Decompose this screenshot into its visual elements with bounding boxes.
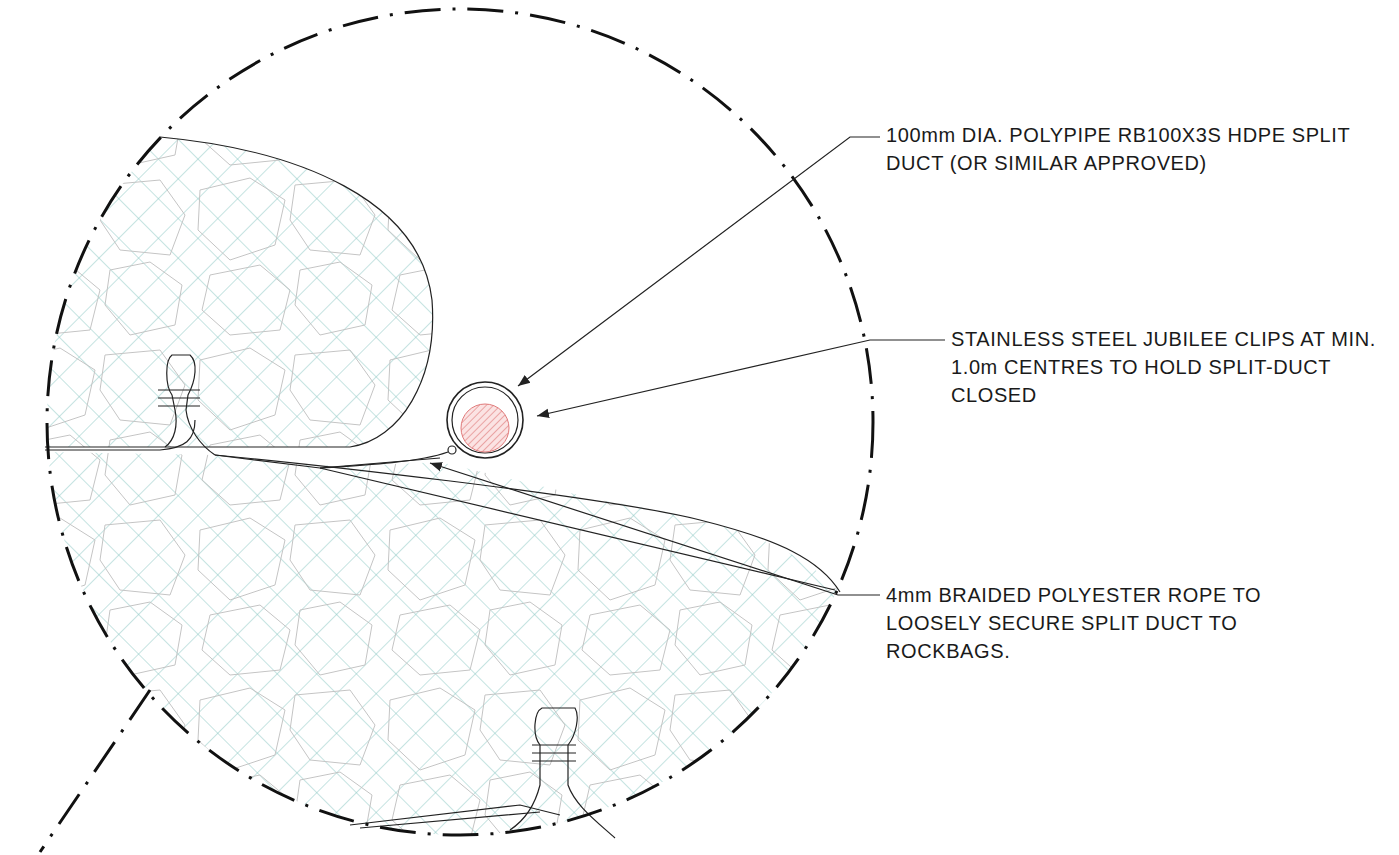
callout-note: STAINLESS STEEL JUBILEE CLIPS AT MIN. 1.… bbox=[951, 325, 1391, 409]
callout-note: 100mm DIA. POLYPIPE RB100X3S HDPE SPLIT … bbox=[886, 121, 1391, 177]
callout-note: 4mm BRAIDED POLYESTER ROPE TO LOOSELY SE… bbox=[886, 581, 1326, 665]
